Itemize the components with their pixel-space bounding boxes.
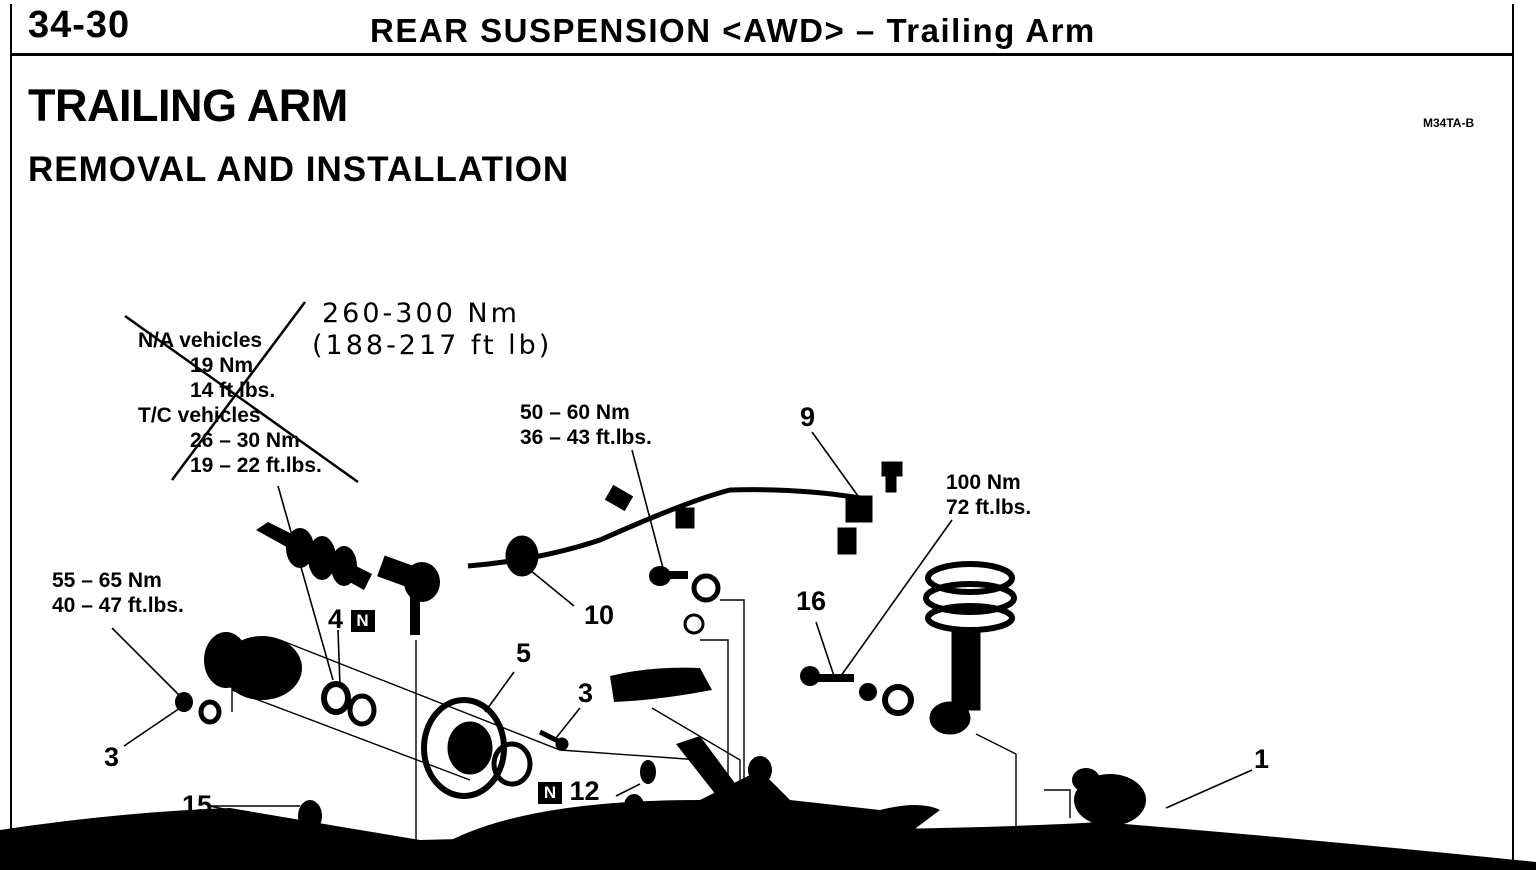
callout-3-center: 3 <box>578 678 594 708</box>
callout-10: 10 <box>584 600 615 630</box>
tc-vehicles-label: T/C vehicles <box>138 404 261 427</box>
handwritten-torque-nm: 260-300 Nm <box>322 298 520 329</box>
callout-3-left: 3 <box>104 742 120 772</box>
callout-12-number: 12 <box>569 776 600 806</box>
callout-5: 5 <box>516 638 532 668</box>
callout-12: N 12 <box>538 776 600 807</box>
shock-absorber-spring <box>923 561 1017 735</box>
strike-line-1 <box>124 314 359 484</box>
page-frame <box>10 4 1514 864</box>
page-number: 34-30 <box>28 4 131 46</box>
strike-line-2 <box>170 301 307 481</box>
na-vehicles-label: N/A vehicles <box>138 329 263 352</box>
callout-9: 9 <box>800 402 816 432</box>
tc-vehicles-nm: 26 – 30 Nm <box>190 429 300 452</box>
speed-sensor-cable <box>467 461 903 577</box>
brake-disc-hub <box>421 697 569 799</box>
drive-shaft-boot <box>256 522 440 635</box>
callout-4-number: 4 <box>328 604 344 634</box>
new-part-badge: N <box>350 609 375 632</box>
torque-50-60-ftlbs: 36 – 43 ft.lbs. <box>520 426 652 449</box>
trailing-arm <box>298 736 1146 846</box>
tc-vehicles-ftlbs: 19 – 22 ft.lbs. <box>190 454 322 477</box>
torque-55-65-ftlbs: 40 – 47 ft.lbs. <box>52 594 184 617</box>
left-hub-assembly <box>175 632 377 727</box>
torque-50-60-nm: 50 – 60 Nm <box>520 401 630 424</box>
callout-4: 4 N <box>328 604 375 635</box>
section-title: TRAILING ARM <box>28 80 348 131</box>
reference-code: M34TA-B <box>1423 116 1475 130</box>
bushing <box>610 667 712 702</box>
callout-1: 1 <box>1254 744 1270 774</box>
header-title: REAR SUSPENSION <AWD> – Trailing Arm <box>370 12 1096 49</box>
new-part-badge: N <box>538 781 562 804</box>
torque-100-nm: 100 Nm <box>946 471 1021 494</box>
handwritten-torque-ftlb: (188-217 ft lb) <box>312 330 553 361</box>
procedure-subtitle: REMOVAL AND INSTALLATION <box>28 150 570 189</box>
part-16-bolt <box>800 666 914 716</box>
na-vehicles-ftlbs: 14 ft.lbs. <box>190 379 276 402</box>
callout-15: 15 <box>182 790 213 820</box>
page-header <box>10 4 1514 56</box>
callout-16: 16 <box>796 586 827 616</box>
na-vehicles-nm: 19 Nm <box>190 354 254 377</box>
torque-55-65-nm: 55 – 65 Nm <box>52 569 162 592</box>
torque-100-ftlbs: 72 ft.lbs. <box>946 496 1032 519</box>
mounting-bolt <box>649 566 721 635</box>
